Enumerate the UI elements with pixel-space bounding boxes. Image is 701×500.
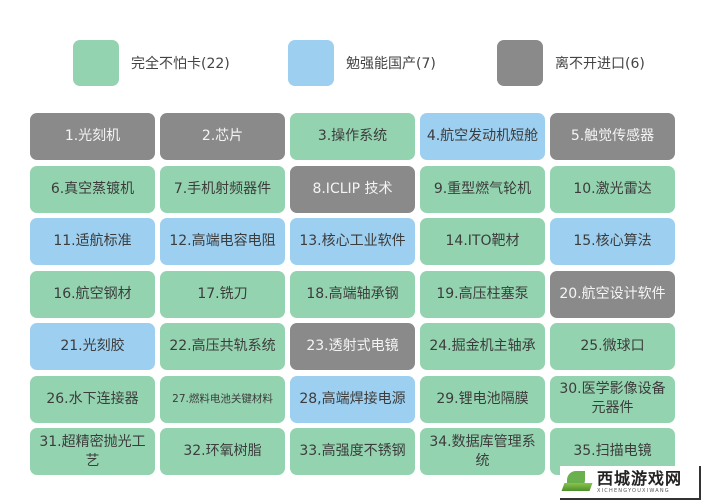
grid-cell: 13.核心工业软件 — [290, 218, 415, 265]
grid-cell: 10.激光雷达 — [550, 165, 675, 213]
legend: 完全不怕卡(22) 勉强能国产(7) 离不开进口(6) — [0, 40, 701, 86]
grid-cell: 23.透射式电镜 — [290, 323, 415, 370]
grid-cell: 21.光刻胶 — [30, 323, 155, 370]
grid-cell: 12.高端电容电阻 — [160, 218, 285, 265]
legend-swatch-gray — [497, 40, 543, 86]
grid-cell: 9.重型燃气轮机 — [420, 165, 545, 213]
grid-cell: 11.适航标准 — [30, 218, 155, 265]
grid-cell: 16.航空钢材 — [30, 270, 155, 318]
grid-cell: 33.高强度不锈钢 — [290, 428, 415, 475]
grid-cell: 3.操作系统 — [290, 113, 415, 160]
grid-cell: 18.高端轴承钢 — [290, 270, 415, 318]
grid-cell: 25.微球口 — [550, 323, 675, 370]
watermark-title: 西城游戏网 — [597, 468, 683, 488]
legend-label: 离不开进口(6) — [555, 56, 645, 72]
grid-cell: 5.触觉传感器 — [550, 113, 675, 160]
grid-cell: 26.水下连接器 — [30, 375, 155, 423]
grid-cell: 19.高压柱塞泵 — [420, 270, 545, 318]
grid-cell: 6.真空蒸镀机 — [30, 165, 155, 213]
grid-cell: 20.航空设计软件 — [550, 270, 675, 318]
grid-cell: 7.手机射频器件 — [160, 165, 285, 213]
grid-cell: 8.ICLIP 技术 — [290, 165, 415, 213]
legend-label: 勉强能国产(7) — [346, 56, 436, 72]
grid-cell: 31.超精密抛光工艺 — [30, 428, 155, 475]
grid-cell: 34.数据库管理系统 — [420, 428, 545, 475]
watermark: 西城游戏网 XICHENGYOUXIWANG — [560, 466, 701, 500]
grid-cell: 15.核心算法 — [550, 218, 675, 265]
legend-swatch-blue — [288, 40, 334, 86]
legend-item-gray: 离不开进口(6) — [497, 40, 645, 86]
grid-cell: 2.芯片 — [160, 113, 285, 160]
grid-cell: 28,高端焊接电源 — [290, 375, 415, 423]
grid-cell: 22.高压共轨系统 — [160, 323, 285, 370]
grid-cell: 27.燃料电池关键材料 — [160, 375, 285, 423]
grid-cell: 30.医学影像设备元器件 — [550, 375, 675, 423]
grid-cell: 14.ITO靶材 — [420, 218, 545, 265]
legend-item-blue: 勉强能国产(7) — [288, 40, 436, 86]
grid-cell: 32.环氧树脂 — [160, 428, 285, 475]
grid-cell: 17.铣刀 — [160, 270, 285, 318]
grid-cell: 4.航空发动机短舱 — [420, 113, 545, 160]
grid-cell: 1.光刻机 — [30, 113, 155, 160]
grid-cell: 29.锂电池隔膜 — [420, 375, 545, 423]
legend-item-green: 完全不怕卡(22) — [73, 40, 230, 86]
watermark-logo-icon — [561, 471, 593, 493]
watermark-subtitle: XICHENGYOUXIWANG — [597, 487, 670, 494]
legend-swatch-green — [73, 40, 119, 86]
grid-cell: 24.掘金机主轴承 — [420, 323, 545, 370]
legend-label: 完全不怕卡(22) — [131, 56, 230, 72]
